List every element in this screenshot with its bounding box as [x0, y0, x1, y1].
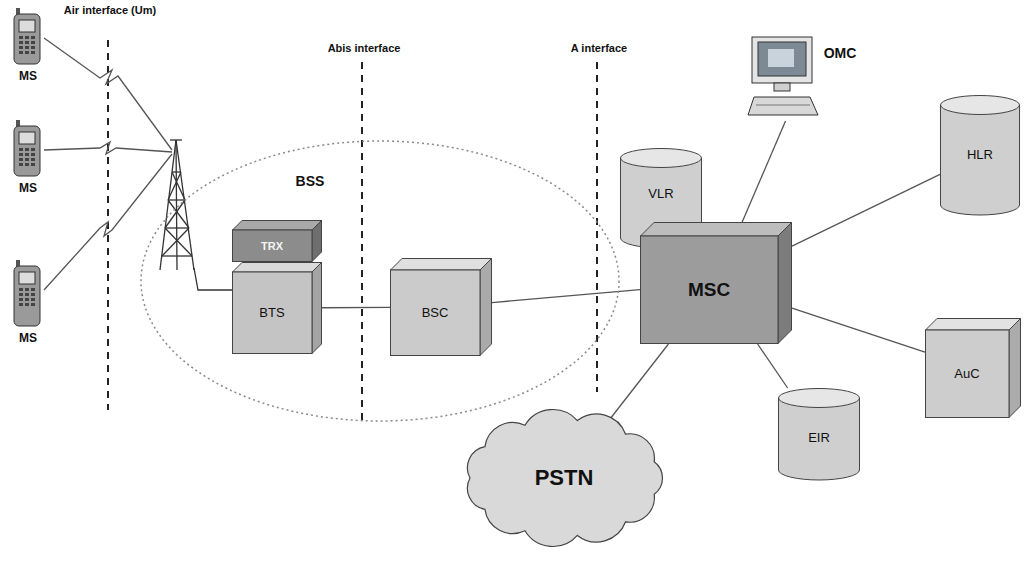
node-label: TRX: [261, 240, 283, 252]
text-area: HLR: [940, 135, 1020, 175]
text-area: BSS: [280, 170, 340, 194]
bsc-box: BSC: [390, 258, 492, 356]
interface-label: Abis interface: [300, 42, 428, 55]
bss-region: TRX BTS BSC BSS: [140, 140, 620, 422]
connector-line: [322, 307, 390, 309]
msc-box: MSC: [640, 222, 792, 344]
node-label: AuC: [954, 367, 979, 381]
connector-line: [792, 308, 925, 352]
text-area: EIR: [778, 418, 860, 458]
auc-box: AuC: [925, 318, 1021, 418]
interface-label: A interface: [545, 42, 653, 55]
antenna-tower: [160, 140, 194, 270]
mobile-station: MS: [8, 258, 48, 350]
text-area: AuC: [925, 330, 1009, 418]
text-area: MS: [2, 180, 54, 198]
bss-region-outline: [140, 140, 620, 422]
text-area: OMC: [820, 43, 860, 65]
connector-line: [792, 174, 940, 246]
node-label: BTS: [259, 306, 284, 320]
mobile-station: MS: [8, 6, 48, 88]
text-area: MSC: [640, 236, 778, 344]
feeder-cable: [194, 268, 234, 290]
text-area: PSTN: [488, 448, 640, 508]
node-label: BSC: [422, 306, 449, 320]
interface-label: Air interface (Um): [58, 4, 162, 17]
text-area: VLR: [620, 174, 702, 214]
node-label: MSC: [688, 280, 730, 301]
omc-terminal: OMC: [748, 35, 860, 121]
bts-box: BTS: [232, 262, 322, 354]
node-label: MS: [19, 70, 37, 83]
text-area: BSC: [390, 270, 480, 356]
node-label: OMC: [824, 46, 857, 61]
mobile-station: MS: [8, 118, 48, 200]
trx-unit: TRX: [232, 220, 322, 262]
text-area: TRX: [232, 230, 312, 262]
hlr-database: HLR: [940, 95, 1020, 215]
interface-line: [361, 62, 363, 420]
interface-line: [596, 62, 598, 392]
text-area: MS: [2, 330, 54, 348]
pstn-cloud: PSTN: [448, 398, 680, 558]
connector-line: [606, 344, 668, 424]
node-label: EIR: [808, 431, 830, 445]
text-area: BTS: [232, 272, 312, 354]
node-label: HLR: [967, 148, 993, 162]
node-label: VLR: [648, 187, 673, 201]
radio-link: [44, 38, 172, 290]
node-label: MS: [19, 332, 37, 345]
node-label: MS: [19, 182, 37, 195]
node-label: BSS: [296, 174, 325, 189]
text-area: MS: [2, 68, 54, 86]
connector-line: [742, 121, 785, 222]
eir-database: EIR: [778, 388, 860, 480]
connector-line: [758, 344, 788, 388]
node-label: PSTN: [535, 466, 594, 490]
